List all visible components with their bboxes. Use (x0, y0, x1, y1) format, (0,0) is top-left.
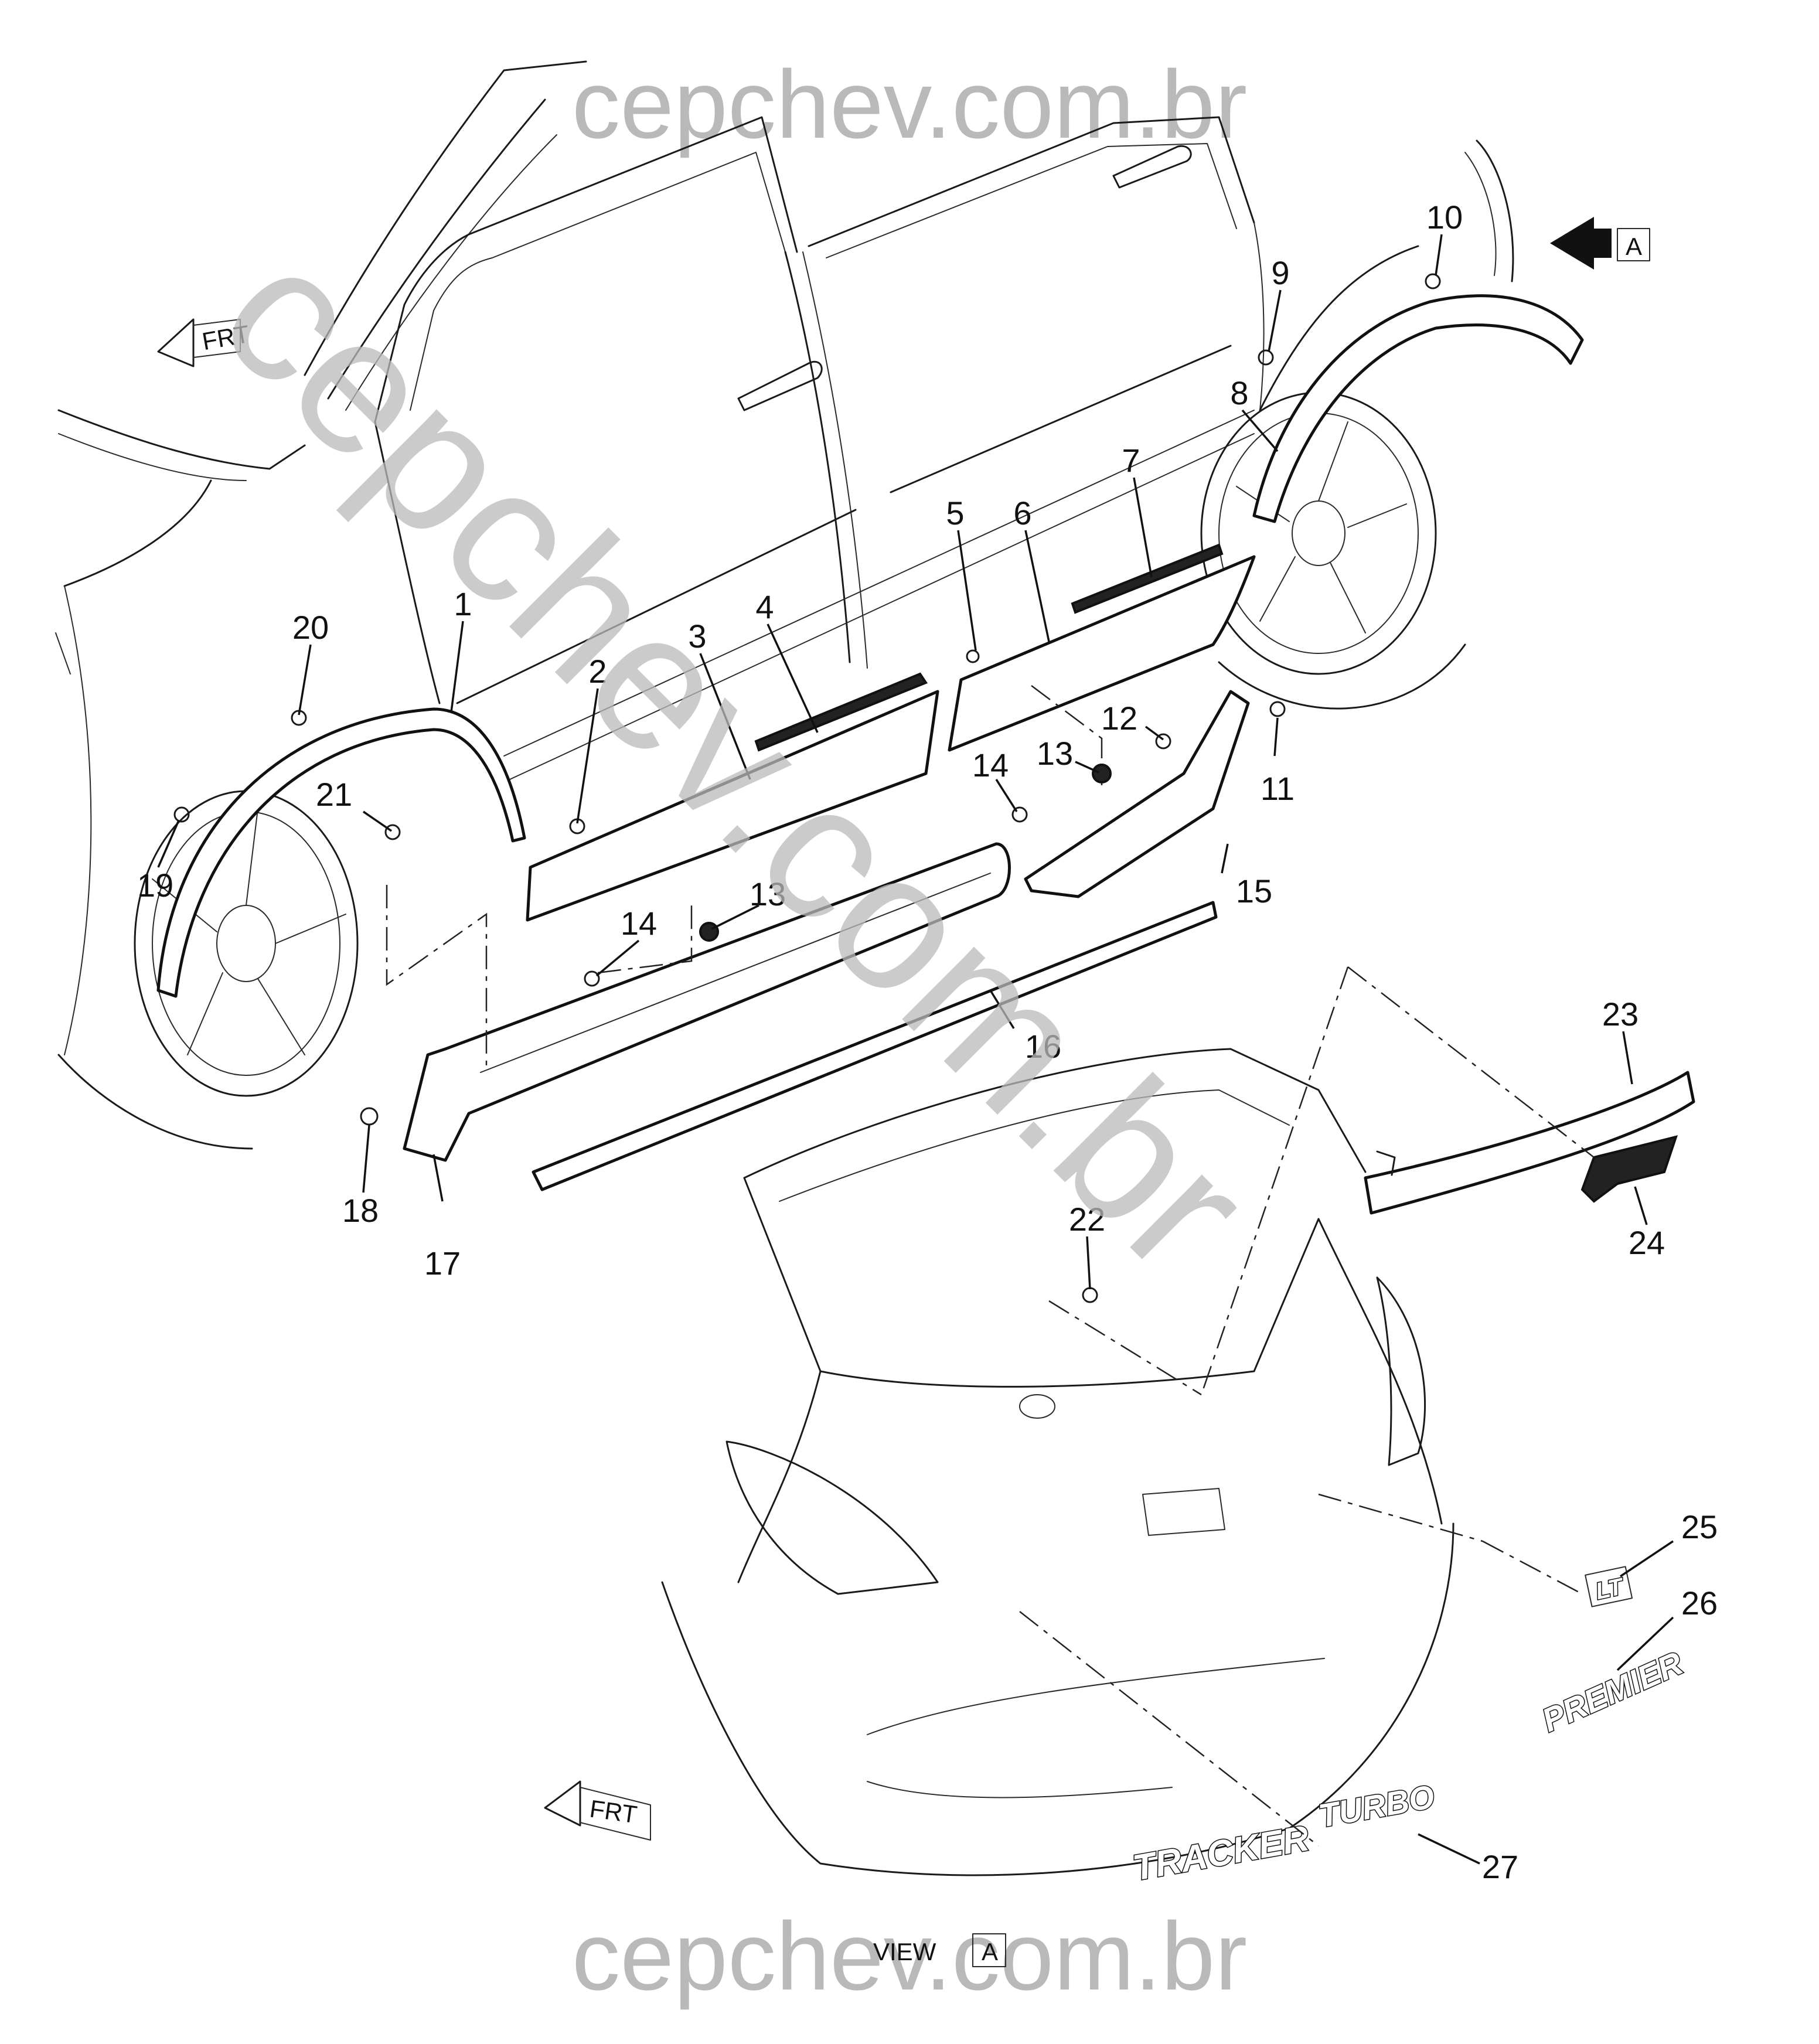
callout-19: 19 (137, 867, 173, 904)
svg-text:A: A (1626, 233, 1642, 260)
callout-14b: 14 (621, 905, 657, 942)
view-a-arrow: A (1550, 217, 1650, 270)
svg-text:VIEW: VIEW (873, 1938, 936, 1965)
vehicle-side-body (55, 60, 1514, 780)
callout-25: 25 (1681, 1508, 1718, 1545)
callout-7: 7 (1122, 442, 1140, 479)
premier-badge: PREMIER (1535, 1643, 1689, 1740)
svg-text:TURBO: TURBO (1316, 1778, 1437, 1835)
callout-27: 27 (1482, 1848, 1518, 1885)
svg-text:FRT: FRT (588, 1794, 639, 1828)
front-arch-molding (156, 707, 526, 998)
liftgate-applique-group (1364, 1071, 1695, 1215)
callout-15: 15 (1236, 873, 1272, 909)
svg-text:PREMIER: PREMIER (1537, 1644, 1688, 1739)
callout-18: 18 (342, 1192, 379, 1229)
callout-13a: 13 (1037, 735, 1073, 772)
callout-8: 8 (1230, 374, 1248, 411)
rear-wheel (1200, 391, 1466, 710)
callout-21: 21 (316, 776, 352, 813)
callout-22: 22 (1069, 1201, 1105, 1238)
watermark-bottom: cepchev.com.br (572, 1902, 1247, 2010)
front-wheel (57, 585, 359, 1150)
watermark-diagonal: cepchev.com.br (181, 205, 1290, 1313)
view-a-label: VIEW A (873, 1933, 1006, 1967)
callout-24: 24 (1629, 1224, 1665, 1261)
callout-3: 3 (688, 618, 706, 655)
callout-9: 9 (1271, 254, 1289, 291)
front-door-molding (526, 690, 939, 922)
rear-door-molding (948, 555, 1256, 752)
callout-23: 23 (1602, 996, 1639, 1033)
callout-13b: 13 (750, 875, 786, 912)
vehicle-rear-body (661, 1048, 1454, 1876)
callout-4: 4 (755, 588, 774, 625)
rear-arch-molding (1252, 294, 1584, 523)
callout-2: 2 (588, 653, 607, 690)
callout-12: 12 (1101, 700, 1137, 737)
callout-1: 1 (454, 585, 472, 622)
svg-text:A: A (982, 1938, 998, 1965)
svg-text:TRACKER: TRACKER (1130, 1818, 1312, 1889)
callout-6: 6 (1013, 495, 1031, 532)
front-direction-marker-bottom: FRT (544, 1780, 651, 1841)
watermark-top: cepchev.com.br (572, 50, 1247, 158)
callout-10: 10 (1426, 199, 1463, 236)
rocker-panel (403, 842, 1011, 1162)
front-door-applique (754, 672, 928, 752)
tracker-turbo-badge: TRACKER TURBO (1129, 1777, 1438, 1889)
rear-door-applique (1071, 543, 1224, 614)
callout-16: 16 (1025, 1028, 1061, 1065)
rocker-strip (532, 901, 1218, 1191)
callout-labels: 1 2 3 4 5 6 7 8 9 10 11 12 13 13 14 14 1… (137, 199, 1718, 1885)
callout-5: 5 (946, 495, 964, 532)
rear-rocker-extension (1024, 690, 1250, 898)
callout-11: 11 (1261, 770, 1295, 807)
callout-leaders (157, 234, 1674, 1865)
callout-17: 17 (424, 1245, 461, 1282)
callout-26: 26 (1681, 1585, 1718, 1621)
callout-14a: 14 (972, 747, 1009, 783)
callout-20: 20 (292, 609, 329, 646)
bowtie-emblem (1580, 1135, 1678, 1203)
